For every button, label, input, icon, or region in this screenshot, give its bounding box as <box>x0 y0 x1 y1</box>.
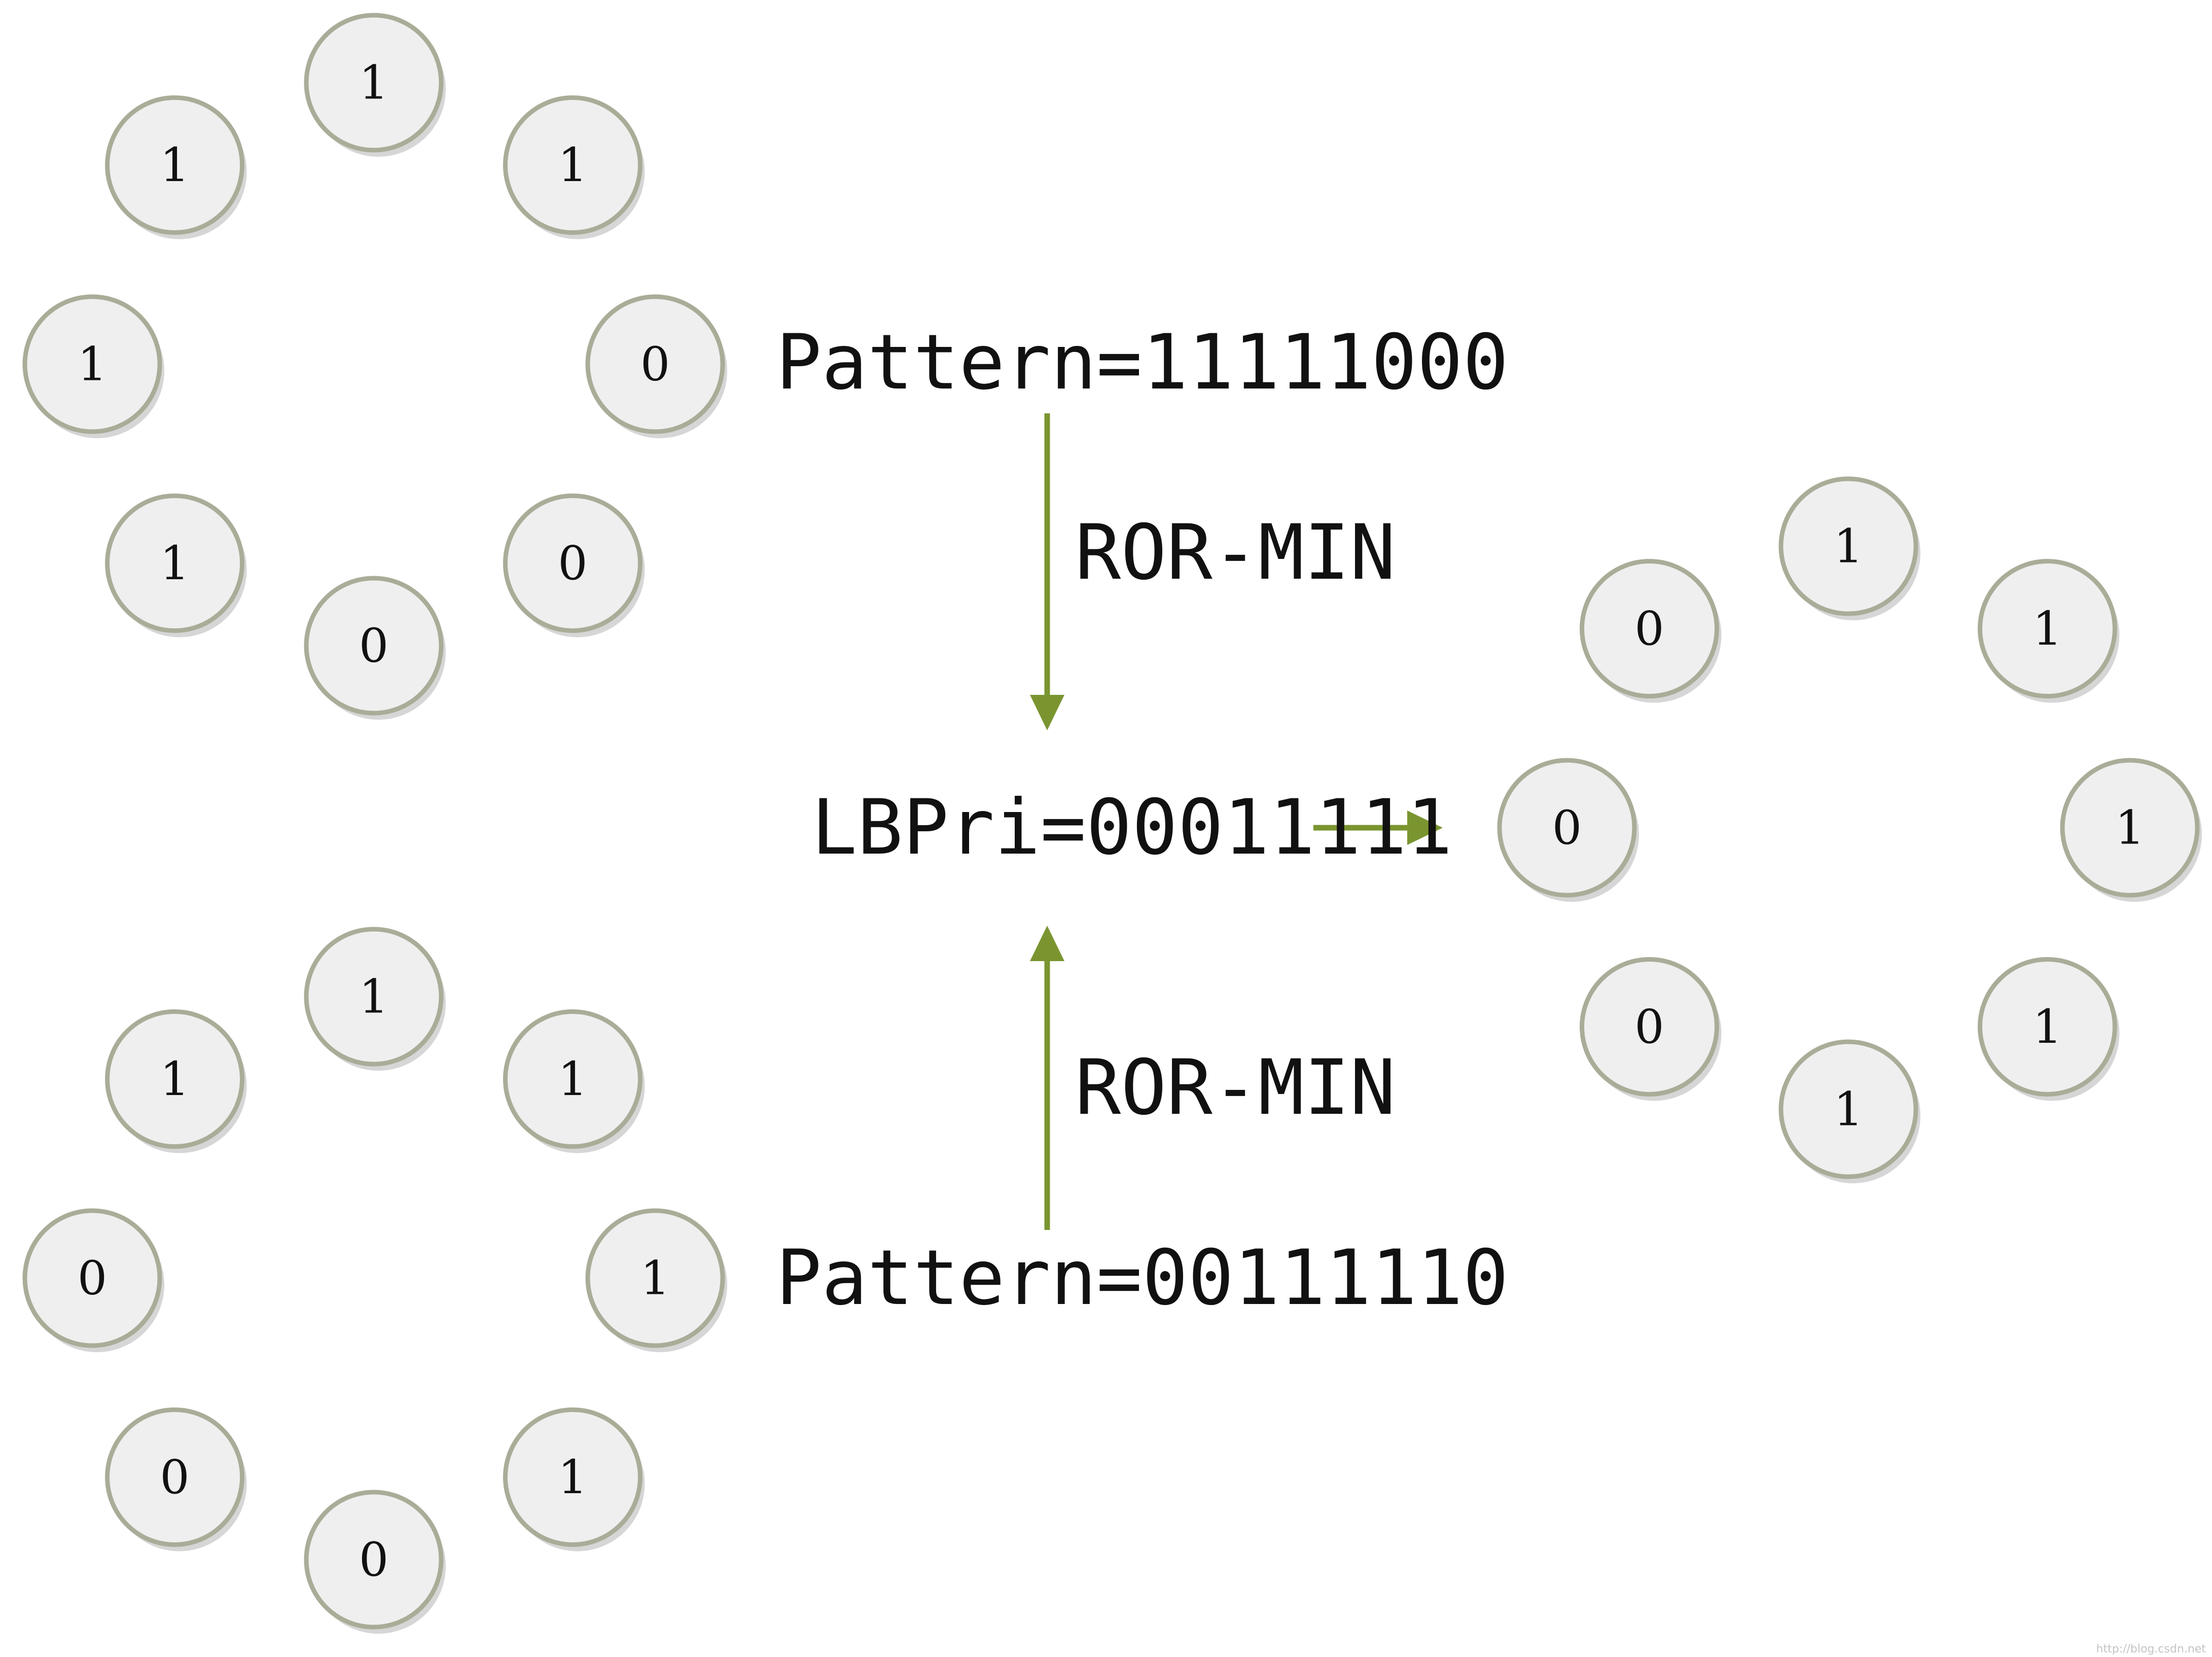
bottom-circle-node-bit: 0 <box>160 1450 190 1504</box>
bottom-circle-node-circle <box>304 927 444 1067</box>
top-circle-node: 1 <box>304 13 446 157</box>
top-circle-node: 1 <box>503 95 645 239</box>
bottom-circle-node-circle <box>503 1407 643 1547</box>
result-circle-node-bit: 1 <box>2032 1000 2062 1054</box>
up-arrow-head <box>1030 926 1064 961</box>
bottom-pattern-label: Pattern=00111110 <box>776 1234 1509 1322</box>
result-circle-node-circle <box>1580 957 1720 1097</box>
top-circle-node-bit: 1 <box>558 138 588 192</box>
result-circle-node-circle <box>2060 758 2200 898</box>
result-circle-node-circle <box>1778 476 1918 616</box>
bottom-operation-label: ROR-MIN <box>1075 1044 1396 1132</box>
bottom-circle-node-bit: 1 <box>160 1052 190 1106</box>
bottom-circle-node: 1 <box>503 1407 645 1552</box>
top-circle-node-bit: 0 <box>359 619 389 673</box>
bottom-circle-node: 1 <box>105 1009 247 1153</box>
bottom-circle-node-bit: 1 <box>558 1450 588 1504</box>
result-circle-node-circle <box>1778 1039 1918 1179</box>
top-circle-node: 1 <box>22 294 164 438</box>
result-circle-node-bit: 1 <box>1834 519 1864 574</box>
bottom-circle-node-bit: 1 <box>640 1251 670 1306</box>
result-circle-node-circle <box>1580 559 1720 699</box>
result-circle-node-bit: 0 <box>1634 602 1664 656</box>
top-circle-node-bit: 0 <box>640 337 670 392</box>
top-circle-node: 1 <box>105 95 247 239</box>
top-circle-node-bit: 0 <box>558 536 588 590</box>
result-circle-node: 1 <box>1778 476 1920 620</box>
result-circle-node: 0 <box>1580 559 1722 703</box>
top-circle-node-circle <box>585 294 725 434</box>
top-circle-node-bit: 1 <box>160 138 190 192</box>
result-circle-node: 1 <box>1778 1039 1920 1183</box>
bottom-circle-node-bit: 1 <box>359 970 389 1024</box>
top-circle-node-circle <box>503 95 643 235</box>
bottom-circle-node: 0 <box>105 1407 247 1552</box>
bottom-bit-circle: 1 1 0 0 0 1 1 1 <box>22 927 727 1634</box>
result-circle-node-circle <box>1977 957 2117 1097</box>
bottom-circle-node-circle <box>503 1009 643 1149</box>
top-circle-node-circle <box>304 13 444 153</box>
bottom-circle-node-circle <box>585 1208 725 1348</box>
result-circle-node-bit: 1 <box>2115 801 2145 855</box>
top-circle-node-circle <box>503 493 643 633</box>
right-arrow-head <box>1407 810 1443 845</box>
top-circle-node-circle <box>105 493 245 633</box>
top-circle-node: 0 <box>304 576 446 720</box>
bottom-circle-node-circle <box>304 1490 444 1630</box>
result-circle-node-circle <box>1497 758 1637 898</box>
down-arrow-head <box>1030 695 1064 730</box>
result-circle-node-bit: 1 <box>1834 1082 1864 1137</box>
bottom-circle-node-circle <box>22 1208 162 1348</box>
bottom-circle-node: 0 <box>22 1208 164 1352</box>
bottom-circle-node-circle <box>105 1009 245 1149</box>
top-circle-node-circle <box>105 95 245 235</box>
bottom-circle-node-bit: 0 <box>359 1533 389 1587</box>
bottom-circle-node-bit: 1 <box>558 1052 588 1106</box>
bottom-circle-node: 1 <box>585 1208 727 1352</box>
bottom-circle-node: 1 <box>503 1009 645 1153</box>
result-circle-node-bit: 0 <box>1634 1000 1664 1054</box>
top-circle-node: 1 <box>105 493 247 638</box>
result-bit-circle: 1 1 1 0 0 0 1 1 <box>1497 476 2202 1183</box>
result-circle-node-bit: 1 <box>2032 602 2062 656</box>
top-bit-circle: 0 0 0 1 1 1 1 1 <box>22 13 727 720</box>
bottom-circle-node-circle <box>105 1407 245 1547</box>
top-circle-node-bit: 1 <box>78 337 108 392</box>
top-circle-node: 0 <box>585 294 727 438</box>
result-circle-node: 1 <box>1977 559 2120 703</box>
result-circle-node-circle <box>1977 559 2117 699</box>
result-circle-node: 0 <box>1497 758 1639 902</box>
top-pattern-label: Pattern=11111000 <box>776 319 1509 407</box>
bottom-circle-node: 0 <box>304 1490 446 1634</box>
top-ror-min-arrow <box>1030 413 1064 730</box>
top-circle-node: 0 <box>503 493 645 638</box>
bottom-circle-node-bit: 0 <box>78 1251 108 1306</box>
result-circle-node: 1 <box>2060 758 2202 902</box>
result-label: LBPri=00011111 <box>811 784 1452 872</box>
result-circle-node: 0 <box>1580 957 1722 1101</box>
top-circle-node-bit: 1 <box>160 536 190 590</box>
top-circle-node-circle <box>22 294 162 434</box>
bottom-ror-min-arrow <box>1030 926 1064 1230</box>
top-operation-label: ROR-MIN <box>1075 509 1396 597</box>
result-arrow <box>1313 810 1443 845</box>
top-circle-node-bit: 1 <box>359 56 389 110</box>
bottom-circle-node: 1 <box>304 927 446 1071</box>
result-circle-node: 1 <box>1977 957 2120 1101</box>
watermark-text: http://blog.csdn.net <box>2096 1643 2206 1655</box>
top-circle-node-circle <box>304 576 444 716</box>
result-circle-node-bit: 0 <box>1552 801 1582 855</box>
